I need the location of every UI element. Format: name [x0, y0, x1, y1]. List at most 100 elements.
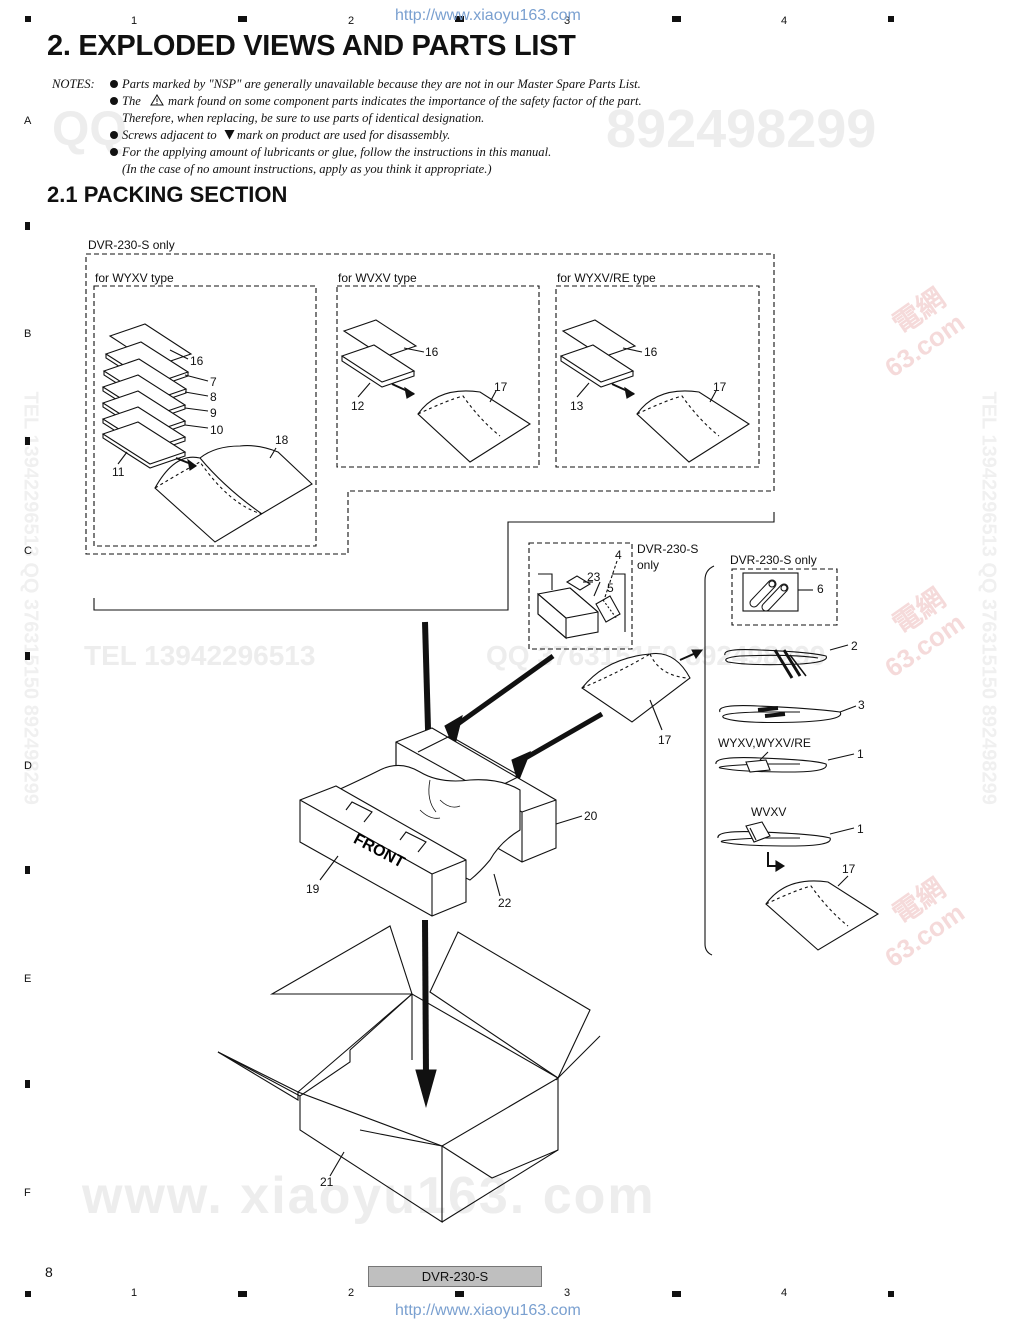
- callout-9: 9: [210, 406, 217, 420]
- callout-16-c: 16: [644, 345, 658, 359]
- power-cord-1-a: [715, 751, 827, 773]
- grid-mark: [25, 866, 30, 874]
- wyxv-dashed-frame: [93, 285, 317, 547]
- grid-mark: [238, 16, 247, 22]
- grid-mark: [25, 437, 30, 445]
- watermark-tel: TEL 13942296513: [84, 640, 316, 671]
- remote-control: [537, 587, 599, 639]
- callout-1-b: 1: [857, 822, 864, 836]
- outer-dashed-frame: [85, 253, 775, 555]
- note-text: mark on product are used for disassembly…: [236, 128, 451, 142]
- column-number-2: 2: [348, 15, 355, 27]
- note-text: The: [122, 94, 141, 108]
- note-line-2: The mark found on some component parts i…: [110, 93, 642, 110]
- grid-mark: [25, 16, 31, 22]
- callout-5: 5: [607, 581, 614, 595]
- callout-11: 11: [112, 465, 125, 479]
- callout-3: 3: [858, 698, 865, 712]
- power-cord-1-b: [717, 821, 831, 847]
- manual-stack-wyxv: [101, 323, 193, 469]
- group-label-cord-a: WYXV,WYXV/RE: [718, 736, 811, 750]
- header-url: http://www.xiaoyu163.com: [395, 7, 581, 24]
- callout-17-c: 17: [842, 862, 856, 876]
- carton-21: [217, 925, 601, 1224]
- note-text: Parts marked by "NSP" are generally unav…: [122, 77, 641, 91]
- callout-7: 7: [210, 375, 217, 389]
- note-text: For the applying amount of lubricants or…: [122, 145, 552, 159]
- grid-mark: [888, 1291, 894, 1297]
- callout-2: 2: [851, 639, 858, 653]
- callout-21: 21: [320, 1175, 334, 1189]
- grid-mark: [238, 1291, 247, 1297]
- callout-16: 16: [190, 354, 204, 368]
- wvxv-dashed-frame: [336, 285, 540, 468]
- column-number-4-bottom: 4: [781, 1287, 788, 1299]
- note-text: (In the case of no amount instructions, …: [122, 162, 492, 176]
- column-number-1-bottom: 1: [131, 1287, 138, 1299]
- group-label-remote: DVR-230-S: [637, 542, 698, 556]
- callout-17-a: 17: [494, 380, 508, 394]
- note-line-1: Parts marked by "NSP" are generally unav…: [110, 76, 641, 93]
- manual-stack-wvxv: [340, 319, 418, 388]
- note-line-4: Screws adjacent to mark on product are u…: [110, 127, 450, 144]
- grid-mark: [455, 16, 464, 22]
- page-number: 8: [45, 1264, 53, 1280]
- wyxvre-dashed-frame: [555, 285, 760, 468]
- batteries-6: [749, 579, 789, 612]
- watermark-qq-right: 892498299: [606, 99, 877, 159]
- note-line-5: For the applying amount of lubricants or…: [110, 144, 551, 161]
- column-number-3: 3: [564, 15, 571, 27]
- av-cable-2: [724, 649, 828, 679]
- watermark-site: www. xiaoyu163. com: [82, 1167, 656, 1225]
- foam-pad-19: [299, 785, 467, 917]
- row-letter-a: A: [24, 115, 32, 127]
- callout-23: 23: [587, 570, 601, 584]
- note-line-3: Therefore, when replacing, be sure to us…: [122, 110, 484, 127]
- column-number-4: 4: [781, 15, 788, 27]
- row-letter-e: E: [24, 973, 32, 985]
- watermark-qq-left: QQ: [52, 103, 127, 156]
- note-text: mark found on some component parts indic…: [168, 94, 642, 108]
- column-number-3-bottom: 3: [564, 1287, 571, 1299]
- grid-mark: [672, 16, 681, 22]
- poly-bag-17-b: [636, 390, 751, 463]
- group-label-cord-b: WVXV: [751, 805, 786, 819]
- battery-cover-23: [565, 575, 592, 591]
- callout-13: 13: [570, 399, 584, 413]
- poly-bag-17-d: [581, 652, 691, 723]
- grid-mark: [25, 652, 30, 660]
- poly-bag-17-c: [765, 880, 880, 951]
- label-5: [595, 595, 621, 623]
- grid-mark: [25, 222, 30, 230]
- bullet-icon: [110, 131, 118, 139]
- grid-mark: [455, 1291, 464, 1297]
- callout-19: 19: [306, 882, 320, 896]
- notes-label: NOTES:: [52, 77, 95, 91]
- remote-dashed-frame: [528, 542, 633, 650]
- group-label-wyxvre: for WYXV/RE type: [557, 271, 656, 285]
- callout-12: 12: [351, 399, 365, 413]
- bullet-icon: [110, 97, 118, 105]
- model-label: DVR-230-S: [368, 1266, 542, 1287]
- row-letter-f: F: [24, 1187, 31, 1199]
- group-label-wyxv: for WYXV type: [95, 271, 174, 285]
- note-text: Therefore, when replacing, be sure to us…: [122, 111, 485, 125]
- poly-bag-17-a: [417, 390, 532, 463]
- group-label-battery: DVR-230-S only: [730, 553, 817, 567]
- column-number-1: 1: [131, 15, 138, 27]
- footer-url: http://www.xiaoyu163.com: [395, 1302, 581, 1319]
- row-letter-d: D: [24, 760, 32, 772]
- callout-8: 8: [210, 390, 217, 404]
- page-title: 2. EXPLODED VIEWS AND PARTS LIST: [47, 30, 576, 62]
- grid-mark: [888, 16, 894, 22]
- callout-18: 18: [275, 433, 289, 447]
- row-letter-b: B: [24, 328, 32, 340]
- callout-16-b: 16: [425, 345, 439, 359]
- callout-20: 20: [584, 809, 598, 823]
- note-text: Screws adjacent to: [122, 128, 217, 142]
- group-label-wvxv: for WVXV type: [338, 271, 417, 285]
- grid-mark: [25, 1080, 30, 1088]
- group-label-remote-2: only: [637, 558, 659, 572]
- bullet-icon: [110, 80, 118, 88]
